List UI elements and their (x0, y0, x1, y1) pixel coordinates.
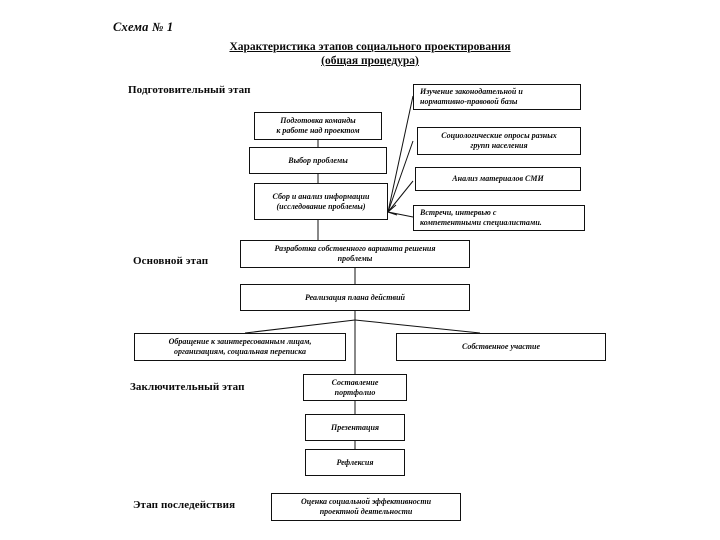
node-plan-impl[interactable]: Реализация плана действий (240, 284, 470, 311)
node-own-solution[interactable]: Разработка собственного варианта решения… (240, 240, 470, 268)
node-own-participation[interactable]: Собственное участие (396, 333, 606, 361)
page-title: Характеристика этапов социального проект… (150, 40, 590, 68)
node-appeals[interactable]: Обращение к заинтересованным лицам,орган… (134, 333, 346, 361)
page-title-line2: (общая процедура) (321, 55, 419, 67)
stage-label-preparatory: Подготовительный этап (128, 84, 251, 96)
page-title-line1: Характеристика этапов социального проект… (229, 41, 511, 53)
stage-label-main: Основной этап (133, 255, 209, 267)
stage-label-final: Заключительный этап (130, 381, 245, 393)
node-problem-choice[interactable]: Выбор проблемы (249, 147, 387, 174)
node-info-gather[interactable]: Сбор и анализ информации(исследование пр… (254, 183, 388, 220)
stage-label-aftereffect: Этап последействия (133, 499, 236, 511)
node-presentation[interactable]: Презентация (305, 414, 405, 441)
node-media-analysis[interactable]: Анализ материалов СМИ (415, 167, 581, 191)
scheme-number: Схема № 1 (113, 20, 174, 34)
node-reflection[interactable]: Рефлексия (305, 449, 405, 476)
